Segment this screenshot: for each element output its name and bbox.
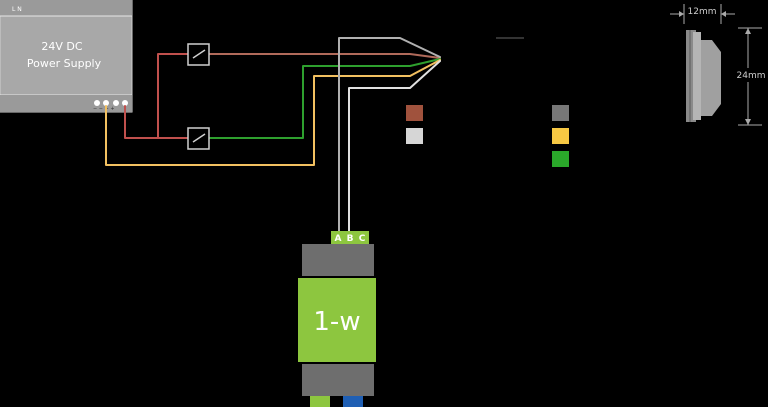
swatch-light [406,128,423,144]
wires [105,37,441,233]
wire-green-switch2 [208,58,441,139]
swatch-brown [406,105,423,121]
module-label: 1-w [313,307,360,337]
psu-terminal-4 [122,100,128,106]
module-pin-a: A [335,234,342,244]
module-bottom-cap [302,364,374,396]
switch-top-contact [192,49,206,59]
power-supply: L N 24V DC Power Supply − − + + [0,0,133,113]
swatch-gray [552,105,569,121]
wire-yellow [105,59,441,166]
psu-label-line1: 24V DC [41,40,82,53]
module-pin-b: B [347,234,354,244]
wire-red-psu [124,105,189,139]
wire-red-bus [157,53,189,139]
module-body [298,278,376,362]
psu-label-line2: Power Supply [27,57,102,70]
switch-bottom-contact [192,133,206,143]
psu-terminal-1 [94,100,100,106]
swatch-yellow [552,128,569,144]
swatch-green [552,151,569,167]
module-pin-strip [331,231,369,244]
module-green-connector [310,396,330,407]
wire-brown-switch1 [208,53,441,59]
module-top-cap [302,244,374,276]
dim-width-label: 12mm [688,7,717,17]
button-side-view: 12mm 24mm [670,4,768,126]
dim-height-label: 24mm [737,71,766,81]
psu-top-marks: L N [12,6,22,13]
psu-terminal-3 [113,100,119,106]
module-pin-c: C [359,234,366,244]
psu-terminal-2 [103,100,109,106]
one-wire-module: A B C 1-w [298,231,376,407]
psu-terminal-marks: − − + + [93,106,115,112]
wire-white [348,60,441,233]
module-blue-connector [343,396,363,407]
wire-gray [338,37,441,233]
